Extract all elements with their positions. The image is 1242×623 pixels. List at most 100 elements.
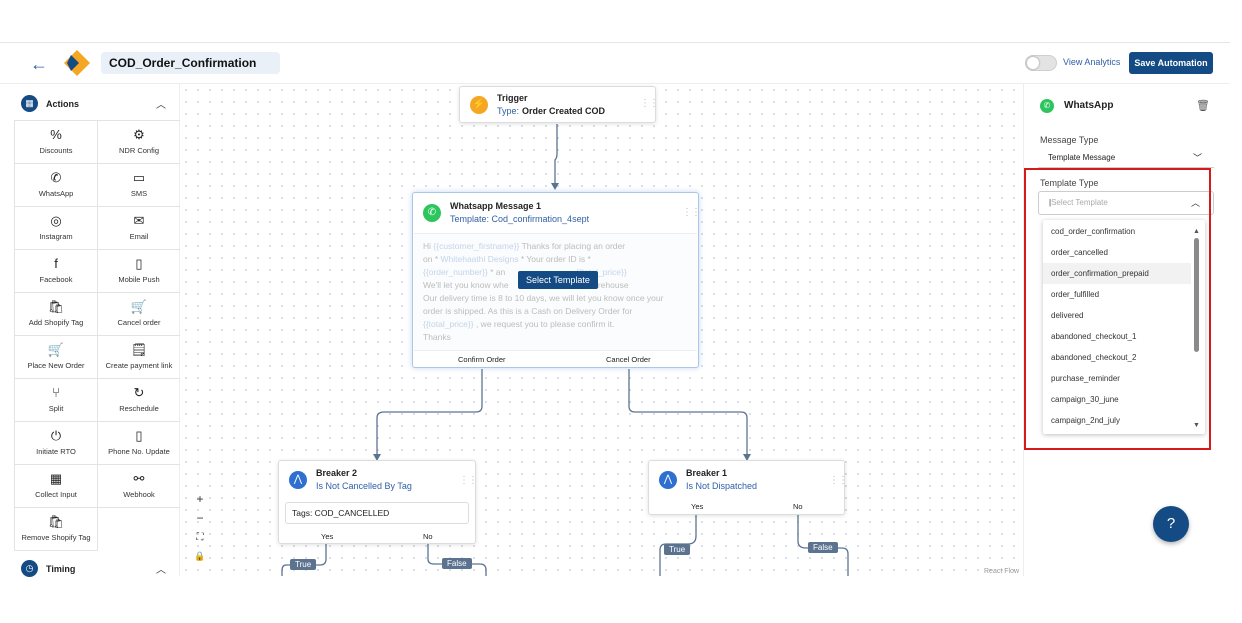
action-item-place-new-order[interactable]: 🛒 Place New Order	[15, 336, 98, 379]
instagram-icon: ◎	[50, 213, 62, 228]
whatsapp-icon: ✆	[50, 170, 62, 185]
cart-icon: 🛒	[47, 342, 65, 357]
scroll-down-icon[interactable]: ▼	[1193, 422, 1200, 429]
action-label: Place New Order	[27, 361, 85, 370]
breaker-2-node[interactable]: ⋀ Breaker 2 Is Not Cancelled By Tag ⋮⋮ T…	[278, 460, 478, 544]
false-edge-label: False	[442, 558, 472, 569]
template-option[interactable]: delivered	[1051, 311, 1084, 320]
view-analytics-toggle[interactable]	[1025, 55, 1057, 71]
scrollbar-thumb[interactable]	[1194, 238, 1199, 352]
save-automation-button[interactable]: Save Automation	[1129, 52, 1213, 74]
lightning-icon: ⚡	[470, 96, 488, 114]
drag-handle-icon[interactable]: ⋮⋮	[640, 98, 659, 109]
help-chat-button[interactable]: ?	[1153, 506, 1189, 542]
trash-icon[interactable]: 🗑	[1196, 100, 1210, 112]
action-item-discounts[interactable]: % Discounts	[15, 121, 98, 164]
brand-logo	[64, 50, 90, 76]
action-label: SMS	[130, 189, 148, 198]
chevron-up-icon[interactable]: ︿	[156, 100, 166, 111]
template-option[interactable]: order_cancelled	[1051, 248, 1108, 257]
action-label: Webhook	[123, 490, 155, 499]
zoom-controls: + − ⛶ 🔒	[191, 490, 209, 566]
action-item-sms[interactable]: ▭SMS	[98, 164, 181, 207]
action-item-reschedule[interactable]: ↻Reschedule	[98, 379, 181, 422]
template-option[interactable]: order_confirmation_prepaid	[1043, 263, 1191, 284]
template-type-select[interactable]: |Select Template ︿	[1038, 191, 1214, 215]
template-option[interactable]: order_fulfilled	[1051, 290, 1100, 299]
action-item-remove-shopify-tag[interactable]: 🛍 Remove Shopify Tag	[15, 508, 98, 551]
action-item-instagram[interactable]: ◎Instagram	[15, 207, 98, 250]
trigger-type-prefix: Type:	[497, 106, 520, 116]
payment-link-icon: 🗒	[130, 342, 148, 357]
select-template-button[interactable]: Select Template	[518, 271, 598, 289]
whatsapp-message-node[interactable]: ✆ Whatsapp Message 1 Template: Cod_confi…	[412, 192, 701, 368]
zoom-out-icon[interactable]: −	[196, 511, 204, 525]
fit-view-icon[interactable]: ⛶	[196, 532, 204, 543]
action-item-collect-input[interactable]: ▦Collect Input	[15, 465, 98, 508]
shopify-bag-icon: 🛍	[47, 299, 65, 314]
template-option[interactable]: campaign_30_june	[1051, 395, 1119, 404]
react-flow-attribution[interactable]: React Flow	[984, 568, 1020, 575]
whatsapp-icon: ✆	[1040, 99, 1054, 113]
template-option[interactable]: abandoned_checkout_1	[1051, 332, 1137, 341]
message-type-value: Template Message	[1048, 153, 1116, 162]
automation-name-input[interactable]: COD_Order_Confirmation	[101, 52, 280, 74]
template-select-placeholder: Select Template	[1051, 198, 1108, 207]
message-type-label: Message Type	[1040, 135, 1099, 145]
breaker-1-node[interactable]: ⋀ Breaker 1 Is Not Dispatched ⋮⋮ Yes No	[648, 460, 848, 515]
chevron-down-icon: ﹀	[1193, 153, 1203, 163]
breaker-2-subtitle: Is Not Cancelled By Tag	[316, 481, 412, 491]
grid-icon: ▦	[21, 95, 38, 112]
action-item-email[interactable]: ✉Email	[98, 207, 181, 250]
action-item-ndr-config[interactable]: ⚙NDR Config	[98, 121, 181, 164]
whatsapp-icon: ✆	[423, 204, 441, 222]
action-label: Remove Shopify Tag	[21, 533, 91, 542]
actions-grid: % Discounts ⚙NDR Config✆WhatsApp▭SMS◎Insta…	[14, 120, 181, 551]
zoom-in-icon[interactable]: +	[196, 492, 204, 506]
template-option[interactable]: abandoned_checkout_2	[1051, 353, 1137, 362]
lock-icon[interactable]: 🔒	[194, 551, 206, 561]
action-item-cancel-order[interactable]: 🛒 Cancel order	[98, 293, 181, 336]
message-type-select[interactable]: Template Message ﹀	[1038, 148, 1214, 168]
timing-section-header[interactable]: ◷ Timing ︿	[14, 556, 180, 584]
cart-cancel-icon: 🛒	[130, 299, 148, 314]
action-item-split[interactable]: ⑂ Split	[15, 379, 98, 422]
trigger-type-value: Order Created COD	[522, 106, 606, 116]
scroll-up-icon[interactable]: ▲	[1193, 228, 1200, 235]
action-item-initiate-rto[interactable]: ⏻Initiate RTO	[15, 422, 98, 465]
template-option[interactable]: campaign_2nd_july	[1051, 416, 1120, 425]
action-item-phone-no-update[interactable]: ▯Phone No. Update	[98, 422, 181, 465]
split-icon: ⑂	[52, 385, 60, 400]
shopify-bag-icon: 🛍	[47, 514, 65, 529]
action-item-mobile-push[interactable]: ▯Mobile Push	[98, 250, 181, 293]
template-option[interactable]: cod_order_confirmation	[1051, 227, 1136, 236]
action-label: Cancel order	[117, 318, 161, 327]
chevron-up-icon[interactable]: ︿	[156, 565, 166, 576]
yes-branch: Yes	[321, 532, 334, 541]
percent-icon: %	[50, 127, 62, 142]
message-title: Whatsapp Message 1	[450, 201, 542, 211]
action-item-whatsapp[interactable]: ✆WhatsApp	[15, 164, 98, 207]
action-label: Discounts	[39, 146, 73, 155]
template-type-label: Template Type	[1040, 178, 1099, 188]
panel-title: WhatsApp	[1064, 100, 1114, 111]
action-item-webhook[interactable]: ⚯ Webhook	[98, 465, 181, 508]
drag-handle-icon[interactable]: ⋮⋮	[459, 475, 478, 486]
template-option[interactable]: purchase_reminder	[1051, 374, 1120, 383]
action-label: Add Shopify Tag	[28, 318, 84, 327]
back-arrow-icon[interactable]: ←	[30, 54, 48, 74]
action-item-add-shopify-tag[interactable]: 🛍 Add Shopify Tag	[15, 293, 98, 336]
reschedule-icon: ↻	[133, 385, 145, 400]
trigger-node[interactable]: ⚡ Trigger Type: Order Created COD ⋮⋮	[459, 86, 659, 123]
action-label: Split	[48, 404, 64, 413]
gear-icon: ⚙	[133, 127, 145, 142]
breaker-1-subtitle: Is Not Dispatched	[686, 481, 758, 491]
webhook-icon: ⚯	[133, 471, 145, 486]
actions-section-header[interactable]: ▦ Actions ︿	[14, 91, 180, 119]
flow-edges	[281, 124, 849, 576]
action-item-create-payment-link[interactable]: 🗒Create payment link	[98, 336, 181, 379]
drag-handle-icon[interactable]: ⋮⋮	[682, 207, 701, 218]
drag-handle-icon[interactable]: ⋮⋮	[829, 475, 848, 486]
